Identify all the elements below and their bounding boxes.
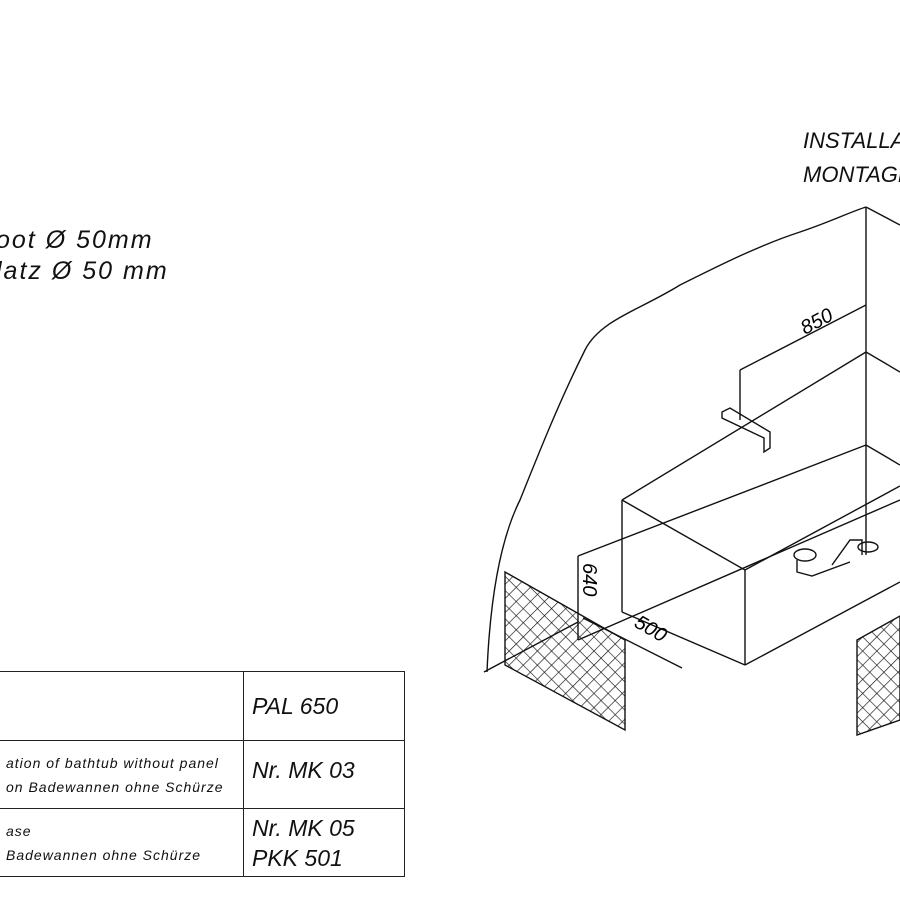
wall-outline bbox=[486, 206, 867, 673]
row-code: Nr. MK 05 bbox=[252, 814, 355, 841]
row-desc-en: ation of bathtub without panel bbox=[6, 754, 219, 771]
installation-title-en: INSTALLA bbox=[803, 128, 900, 153]
table-row: ase Badewannen ohne Schürze Nr. MK 05 PK… bbox=[0, 808, 405, 877]
row-desc-de: Badewannen ohne Schürze bbox=[6, 846, 202, 863]
drain-fitting bbox=[793, 539, 879, 577]
spout bbox=[721, 407, 771, 454]
tub-front bbox=[621, 499, 746, 665]
row-desc-en: ase bbox=[6, 822, 32, 839]
installation-title-de: MONTAGE bbox=[803, 162, 900, 187]
hatch-right bbox=[856, 615, 900, 736]
drain-note-de: latz Ø 50 mm bbox=[0, 257, 169, 285]
parts-table: PAL 650 ation of bathtub without panel o… bbox=[0, 671, 405, 877]
row-code-2: PKK 501 bbox=[252, 844, 343, 871]
dim-640: 640 bbox=[578, 563, 600, 596]
dim-500: 500 bbox=[631, 611, 671, 647]
row-desc-de: on Badewannen ohne Schürze bbox=[6, 778, 224, 795]
dim-850: 850 bbox=[797, 304, 837, 339]
row-code: PAL 650 bbox=[252, 693, 339, 719]
table-row: ation of bathtub without panel on Badewa… bbox=[0, 740, 405, 809]
row-code: Nr. MK 03 bbox=[252, 757, 355, 783]
table-row: PAL 650 bbox=[0, 671, 405, 741]
drain-note-en: oot Ø 50mm bbox=[0, 226, 154, 254]
hatch-left bbox=[504, 570, 626, 732]
